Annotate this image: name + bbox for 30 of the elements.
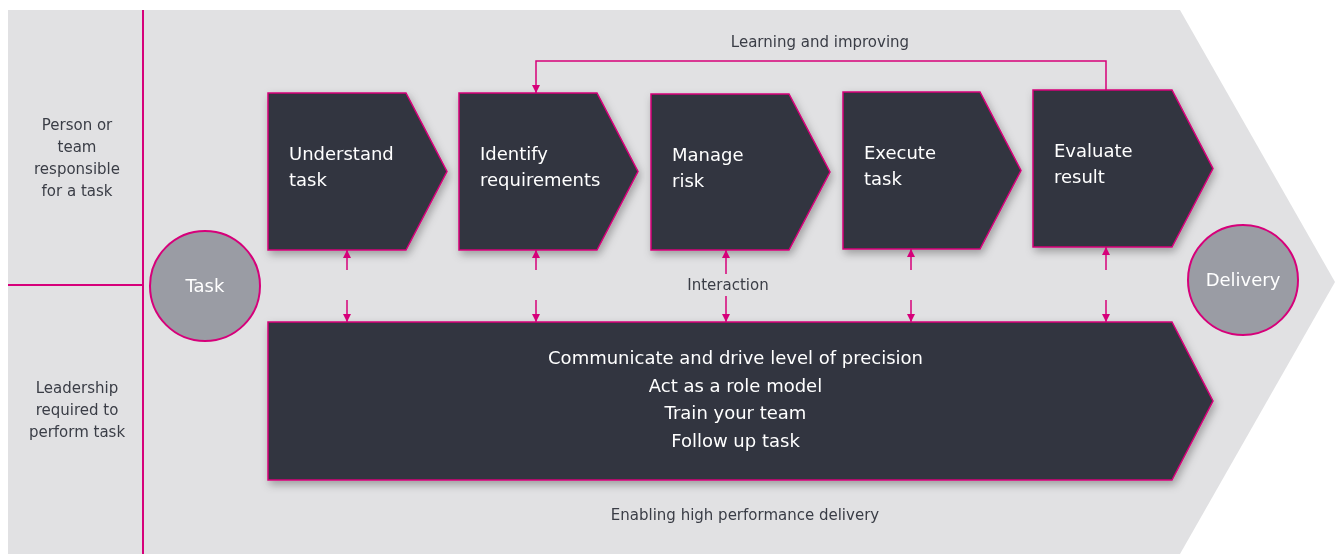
arrow xyxy=(532,249,540,271)
circle-node xyxy=(149,230,261,342)
circle-node xyxy=(1187,224,1299,336)
step-label: Manage risk xyxy=(672,143,744,193)
leadership-item: Follow up task xyxy=(670,428,801,453)
arrow xyxy=(532,60,1107,94)
step-label: Execute task xyxy=(864,141,936,191)
step-label: Identify requirements xyxy=(480,142,601,192)
annotation-text: Learning and improving xyxy=(729,32,911,53)
leadership-panel xyxy=(268,322,1213,480)
arrow xyxy=(1102,246,1110,271)
arrow xyxy=(722,249,730,275)
step-label: Evaluate result xyxy=(1054,139,1133,189)
arrow xyxy=(343,299,351,323)
row-heading: Leadership required to perform task xyxy=(27,378,127,443)
row-heading: Person or team responsible for a task xyxy=(33,115,121,202)
step-label: Understand task xyxy=(289,142,394,192)
arrow xyxy=(907,248,915,271)
arrow xyxy=(532,299,540,323)
arrow xyxy=(343,249,351,271)
arrow xyxy=(722,295,730,323)
arrow xyxy=(1102,299,1110,323)
leadership-item: Act as a role model xyxy=(647,373,824,398)
node-label: Delivery xyxy=(1204,268,1282,292)
node-label: Task xyxy=(184,274,226,298)
annotation-text: Enabling high performance delivery xyxy=(609,505,881,526)
arrow xyxy=(907,299,915,323)
leadership-item: Train your team xyxy=(663,401,808,425)
leadership-item: Communicate and drive level of precision xyxy=(547,346,924,370)
annotation-text: Interaction xyxy=(686,275,770,296)
